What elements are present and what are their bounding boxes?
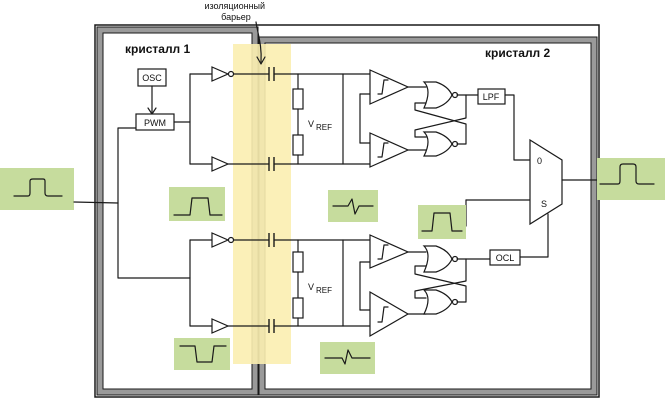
buffer-4	[211, 318, 230, 334]
input-waveform-box	[0, 168, 74, 210]
comparator-1	[369, 69, 410, 105]
comparator-4	[369, 290, 410, 338]
output-mux	[529, 138, 563, 226]
waveform-pwm-pulse	[169, 187, 225, 221]
svg-text:OSC: OSC	[142, 73, 162, 83]
nor-gate-2	[422, 131, 453, 157]
barrier-label: изоляционный барьер	[204, 1, 267, 22]
nor-gate-4	[422, 289, 453, 315]
svg-text:PWM: PWM	[144, 118, 166, 128]
output-waveform-box	[597, 158, 665, 200]
svg-text:REF: REF	[316, 286, 332, 295]
isolation-barrier	[233, 44, 291, 364]
comparator-3	[369, 234, 410, 269]
svg-text:S: S	[541, 199, 547, 209]
nor-gate-3	[422, 245, 453, 273]
svg-text:LPF: LPF	[483, 92, 500, 102]
receiver-top: V REF LPF	[273, 69, 531, 168]
receiver-bottom: V REF OCL	[273, 199, 549, 338]
buffer-2	[211, 156, 230, 172]
output-pulse	[599, 163, 655, 185]
barrier-label-line2: барьер	[221, 12, 251, 22]
nor-gate-1	[422, 81, 453, 109]
svg-text:OCL: OCL	[496, 253, 515, 263]
barrier-label-line1: изоляционный	[204, 1, 265, 11]
svg-text:V: V	[308, 119, 314, 129]
svg-text:REF: REF	[316, 123, 332, 132]
chip-1-label: кристалл 1	[125, 42, 191, 56]
waveform-recovered-pulse	[418, 205, 466, 239]
input-pulse	[13, 178, 63, 197]
svg-text:V: V	[308, 282, 314, 292]
chip-2-label: кристалл 2	[485, 46, 551, 60]
buffer-3	[211, 232, 230, 248]
lpf-block	[477, 88, 506, 105]
waveform-inverted-pulse	[174, 338, 230, 370]
buffer-1	[211, 66, 230, 82]
svg-text:0: 0	[537, 156, 542, 166]
comparator-2	[369, 132, 410, 168]
